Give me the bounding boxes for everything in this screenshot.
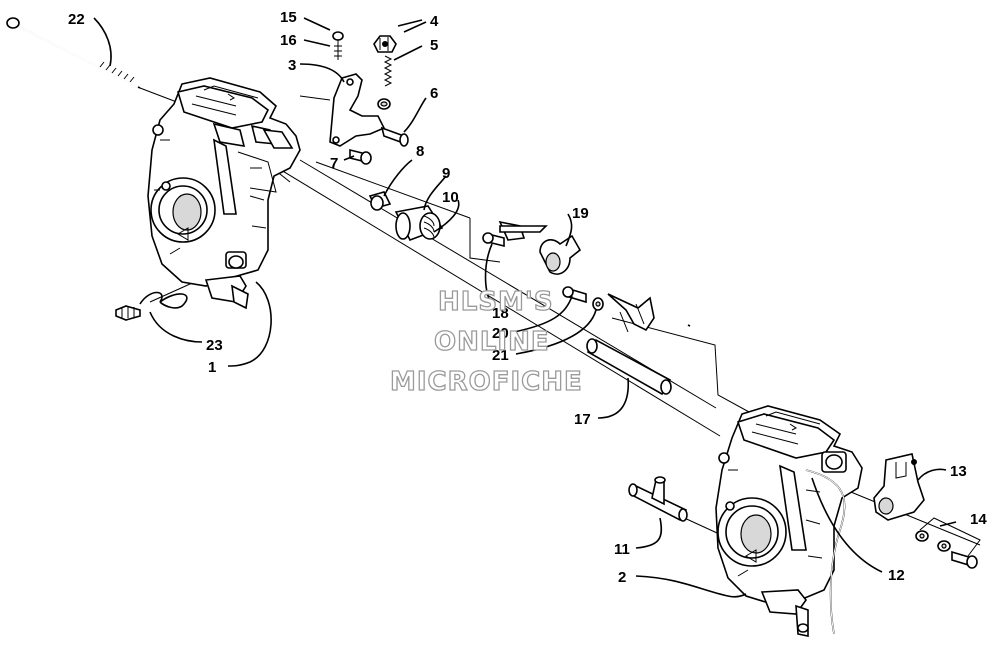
leader-2 bbox=[635, 575, 747, 598]
leader-6 bbox=[403, 97, 427, 133]
leader-10 bbox=[433, 199, 460, 233]
callout-23: 23 bbox=[206, 337, 223, 354]
part-2-carburetor-right bbox=[715, 405, 863, 637]
part-18-screw bbox=[482, 232, 505, 248]
part-6-screw bbox=[380, 126, 409, 147]
callout-13: 13 bbox=[950, 463, 967, 480]
callout-leaders bbox=[93, 17, 957, 527]
leader-12 bbox=[811, 477, 883, 573]
callout-4: 4 bbox=[430, 13, 439, 30]
callout-labels: 22 15 16 3 4 5 6 7 8 9 10 19 18 20 21 23… bbox=[68, 9, 987, 586]
part-13-throttle-sensor bbox=[873, 453, 925, 521]
watermark-line-1: HLSM'S bbox=[438, 287, 554, 317]
callout-11: 11 bbox=[614, 541, 630, 558]
leader-1 bbox=[227, 281, 272, 367]
callout-1: 1 bbox=[208, 359, 216, 376]
callout-6: 6 bbox=[430, 85, 438, 102]
part-3-bracket bbox=[329, 73, 386, 147]
part-17-rod bbox=[586, 338, 672, 396]
callout-14: 14 bbox=[970, 511, 987, 528]
callout-12: 12 bbox=[888, 567, 905, 584]
part-19-throttle-shaft bbox=[539, 234, 691, 333]
callout-20: 20 bbox=[492, 325, 509, 342]
part-plate bbox=[498, 220, 548, 241]
part-5-spring bbox=[377, 55, 393, 110]
leader-9 bbox=[423, 175, 447, 211]
callout-16: 16 bbox=[280, 32, 297, 49]
callout-9: 9 bbox=[442, 165, 450, 182]
callout-22: 22 bbox=[68, 11, 85, 28]
leader-20 bbox=[513, 295, 573, 333]
leader-11 bbox=[635, 517, 663, 549]
part-23-clip-screw bbox=[115, 291, 188, 321]
watermark: HLSM'S ONLINE MICROFICHE bbox=[389, 286, 583, 397]
leader-14-bracket bbox=[919, 517, 981, 557]
callout-21: 21 bbox=[492, 347, 509, 364]
callout-8: 8 bbox=[416, 143, 424, 160]
leader-3 bbox=[299, 63, 345, 83]
leader-23 bbox=[149, 311, 203, 343]
part-15-16-screw bbox=[332, 31, 344, 60]
leader-15 bbox=[303, 17, 331, 31]
leader-13 bbox=[917, 468, 947, 481]
part-11-t-fitting bbox=[628, 476, 688, 522]
leader-8 bbox=[383, 159, 413, 197]
callout-17: 17 bbox=[574, 411, 591, 428]
part-9-collar bbox=[394, 205, 444, 242]
part-4-adjuster-knob bbox=[373, 35, 397, 53]
watermark-line-2: ONLINE bbox=[434, 327, 550, 357]
leader-5 bbox=[393, 45, 423, 61]
leader-16 bbox=[303, 39, 331, 47]
leader-18 bbox=[484, 243, 495, 309]
part-22-long-bolt bbox=[6, 17, 141, 89]
callout-18: 18 bbox=[492, 305, 509, 322]
part-20-screw bbox=[562, 286, 587, 304]
part-21-washer bbox=[592, 297, 604, 311]
part-8-bushing bbox=[368, 191, 392, 211]
part-14-washers-screw bbox=[915, 530, 978, 569]
leader-4 bbox=[397, 19, 423, 27]
callout-7: 7 bbox=[330, 155, 338, 172]
part-7-screw bbox=[349, 148, 372, 165]
part-1-carburetor-left bbox=[147, 77, 301, 310]
callout-10: 10 bbox=[442, 189, 459, 206]
callout-15: 15 bbox=[280, 9, 297, 26]
callout-3: 3 bbox=[288, 57, 296, 74]
callout-19: 19 bbox=[572, 205, 589, 222]
leader-19 bbox=[565, 213, 573, 247]
part-10-spring bbox=[423, 215, 435, 239]
callout-2: 2 bbox=[618, 569, 626, 586]
leader-7 bbox=[343, 155, 355, 161]
watermark-line-3: MICROFICHE bbox=[390, 367, 583, 397]
leader-17 bbox=[597, 377, 630, 419]
leader-21 bbox=[515, 309, 597, 355]
callout-5: 5 bbox=[430, 37, 438, 54]
